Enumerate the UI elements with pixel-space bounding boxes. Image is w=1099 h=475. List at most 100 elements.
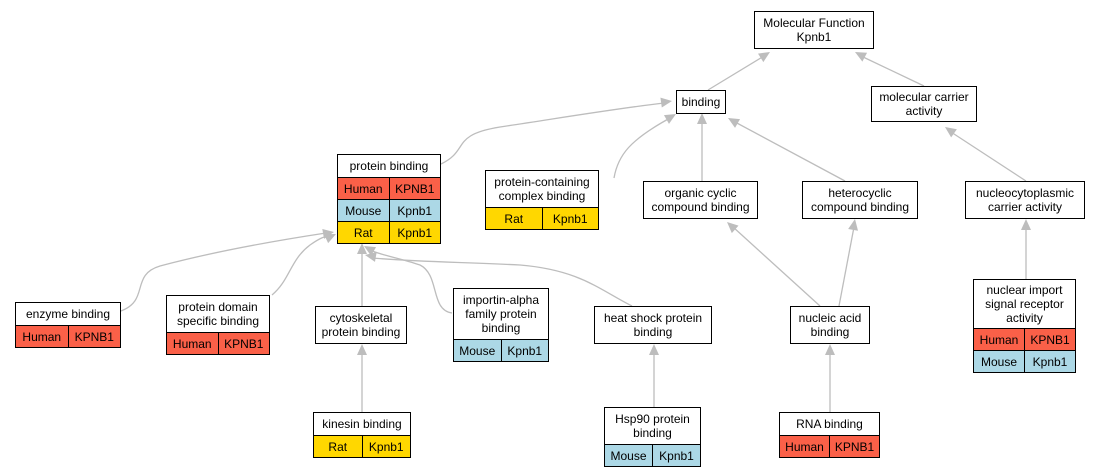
edge-binding-mf <box>707 55 765 91</box>
node-mca[interactable]: molecular carrier activity <box>871 86 977 122</box>
edge-nab-hccb-arrowhead <box>848 219 859 231</box>
node-mf[interactable]: Molecular Function Kpnb1 <box>754 11 874 49</box>
species-label: Mouse <box>610 448 647 463</box>
edge-h90b-hspb-arrowhead <box>649 344 659 355</box>
edge-ncca-mca-arrowhead <box>945 127 957 138</box>
gene-label: KPNB1 <box>217 333 270 354</box>
species-label: Human <box>22 329 62 344</box>
species-row-human: Human KPNB1 <box>16 325 120 347</box>
species-row-mouse: Mouse Kpnb1 <box>974 350 1075 372</box>
node-hccb[interactable]: heterocyclic compound binding <box>802 181 918 219</box>
node-title: importin-alpha family protein binding <box>462 293 540 335</box>
species-label: Mouse <box>459 343 496 358</box>
node-hspb[interactable]: heat shock protein binding <box>594 306 712 344</box>
edge-pccb-binding <box>613 117 671 179</box>
gene-label: KPNB1 <box>829 436 879 457</box>
species-row-human: Human KPNB1 <box>167 332 269 354</box>
node-title: RNA binding <box>796 417 863 431</box>
edge-occb-binding-arrowhead <box>697 113 707 124</box>
species-row-rat: Rat Kpnb1 <box>314 435 410 457</box>
species-label: Human <box>172 336 212 351</box>
species-label: Human <box>785 439 824 454</box>
node-title: heterocyclic compound binding <box>810 186 910 214</box>
edge-pdsb-pb <box>271 235 331 296</box>
gene-label: Kpnb1 <box>652 445 700 466</box>
node-title: protein domain specific binding <box>176 300 260 328</box>
gene-label: Kpnb1 <box>388 200 441 221</box>
species-row-human: Human KPNB1 <box>780 435 879 457</box>
gene-label: KPNB1 <box>388 178 441 199</box>
edge-nab-occb-arrowhead <box>727 222 739 234</box>
node-title: kinesin binding <box>322 417 402 431</box>
edge-rnab-nab-arrowhead <box>825 344 835 355</box>
species-row-mouse: Mouse Kpnb1 <box>605 444 700 466</box>
node-title: nuclear import signal receptor activity <box>985 283 1064 325</box>
gene-label: Kpnb1 <box>361 436 411 457</box>
edge-mca-mf-arrowhead <box>855 52 868 62</box>
species-row-rat: Rat Kpnb1 <box>486 207 598 229</box>
node-title: enzyme binding <box>25 307 111 321</box>
node-title: molecular carrier activity <box>879 90 969 118</box>
edge-iafpb-pb <box>369 249 453 314</box>
edge-binding-mf-arrowhead <box>758 52 770 63</box>
node-title: binding <box>681 95 721 109</box>
node-binding[interactable]: binding <box>676 90 726 114</box>
species-label: Rat <box>504 211 524 226</box>
node-cpb[interactable]: cytoskeletal protein binding <box>315 306 407 344</box>
node-nab[interactable]: nucleic acid binding <box>790 306 870 344</box>
edge-nisra-ncca-arrowhead <box>1021 219 1031 230</box>
edge-kb-cpb-arrowhead <box>357 344 367 355</box>
edge-hccb-binding <box>734 121 846 182</box>
species-label: Rat <box>328 439 348 454</box>
gene-label: Kpnb1 <box>388 222 441 243</box>
gene-label: KPNB1 <box>67 326 121 347</box>
node-title: Molecular Function Kpnb1 <box>763 16 865 44</box>
edge-iafpb-pb-arrowhead <box>364 246 377 256</box>
species-row-human: Human KPNB1 <box>974 328 1075 350</box>
node-title: heat shock protein binding <box>603 311 703 339</box>
species-row-rat: Rat Kpnb1 <box>338 221 440 243</box>
edge-nab-occb <box>732 226 821 307</box>
gene-label: Kpnb1 <box>1024 351 1075 372</box>
species-row-mouse: Mouse Kpnb1 <box>338 199 440 221</box>
species-label: Mouse <box>980 354 1018 369</box>
species-row-human: Human KPNB1 <box>338 177 440 199</box>
edge-pb-binding-arrowhead <box>660 97 672 108</box>
node-title: nucleic acid binding <box>798 311 862 339</box>
species-label: Human <box>343 181 383 196</box>
edge-pdsb-pb-arrowhead <box>323 234 336 244</box>
edge-eb-pb <box>120 232 327 312</box>
node-occb[interactable]: organic cyclic compound binding <box>643 181 758 219</box>
gene-label: Kpnb1 <box>541 208 599 229</box>
gene-label: KPNB1 <box>1024 329 1075 350</box>
edge-nab-hccb <box>838 226 855 307</box>
species-label: Mouse <box>345 203 382 218</box>
edge-pccb-binding-arrowhead <box>663 114 676 124</box>
edge-hspb-pb-arrowhead <box>365 251 377 262</box>
node-title: Hsp90 protein binding <box>615 412 690 440</box>
node-title: nucleocytoplasmic carrier activity <box>975 186 1075 214</box>
gene-label: Kpnb1 <box>500 340 549 361</box>
edge-hspb-pb <box>371 257 633 307</box>
edge-mca-mf <box>860 55 925 87</box>
node-title: protein-containing complex binding <box>494 175 590 203</box>
node-title: cytoskeletal protein binding <box>321 311 401 339</box>
species-label: Rat <box>353 225 373 240</box>
edge-cpb-pb-arrowhead <box>357 243 367 254</box>
node-ncca[interactable]: nucleocytoplasmic carrier activity <box>965 181 1085 219</box>
species-row-mouse: Mouse Kpnb1 <box>454 339 548 361</box>
node-title: organic cyclic compound binding <box>651 186 750 214</box>
species-label: Human <box>979 332 1019 347</box>
edge-pb-binding <box>440 102 665 165</box>
